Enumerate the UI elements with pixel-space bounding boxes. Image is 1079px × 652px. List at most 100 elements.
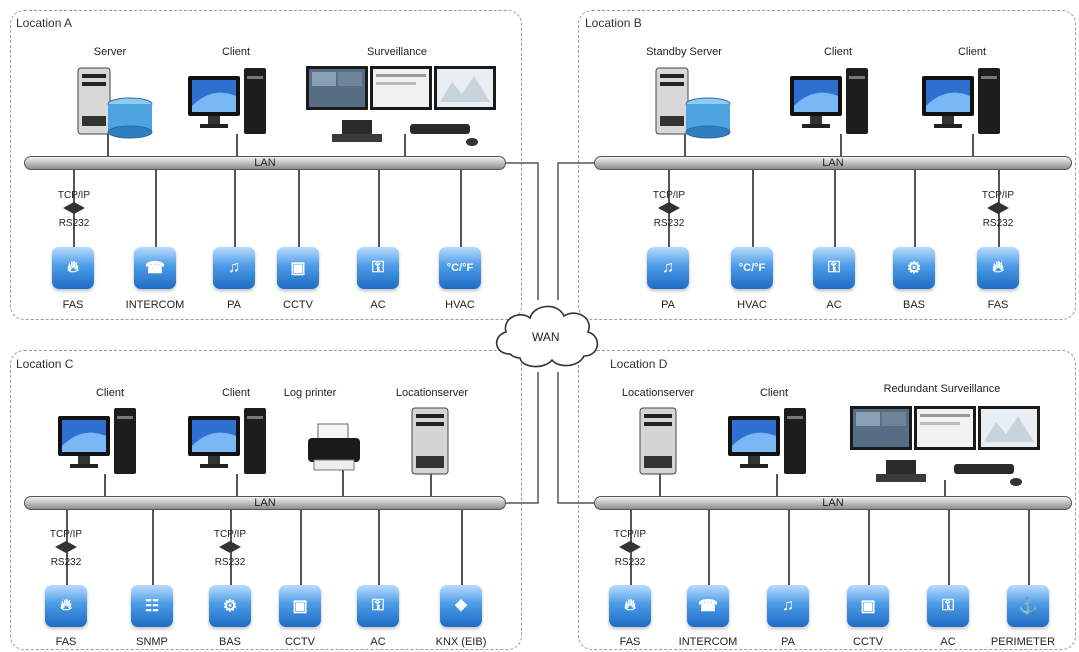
converter-label-top: TCP/IP: [57, 190, 91, 201]
bas-icon: ⚙: [209, 585, 251, 627]
connector-line: [840, 134, 842, 156]
client-computer-icon: [922, 68, 1000, 134]
node-label: Client: [95, 387, 125, 399]
standby-server-icon: [655, 67, 731, 139]
hvac-icon: °C/°F: [731, 247, 773, 289]
converter-label-bottom: RS232: [982, 218, 1014, 229]
node-label: Standby Server: [646, 46, 722, 58]
converter-icon: [619, 541, 641, 553]
access-control-icon: ⚿: [927, 585, 969, 627]
device-label: AC: [940, 636, 956, 648]
intercom-icon: ☎: [687, 585, 729, 627]
device-drop-line: [460, 169, 462, 247]
snmp-icon: ☷: [131, 585, 173, 627]
converter-label-bottom: RS232: [614, 557, 646, 568]
location-b-zone: [578, 10, 1076, 320]
location-server-icon: [639, 407, 677, 475]
device-drop-line: [234, 169, 236, 247]
device-drop-line: [948, 509, 950, 585]
cctv-camera-icon: ▣: [279, 585, 321, 627]
device-label: HVAC: [737, 299, 767, 311]
device-label: FAS: [62, 299, 84, 311]
cctv-camera-icon: ▣: [847, 585, 889, 627]
client-computer-icon: [58, 408, 136, 474]
device-label: HVAC: [445, 299, 475, 311]
node-label: Locationserver: [395, 387, 469, 399]
connector-line: [236, 474, 238, 496]
converter-label-bottom: RS232: [58, 218, 90, 229]
lan-label: LAN: [254, 157, 276, 169]
device-label: INTERCOM: [125, 299, 185, 311]
lan-bar-c: LAN: [24, 496, 506, 510]
node-label: Redundant Surveillance: [883, 383, 1001, 395]
surveillance-workstation-icon: [850, 406, 1040, 486]
cctv-camera-icon: ▣: [277, 247, 319, 289]
converter-label-bottom: RS232: [50, 557, 82, 568]
node-label: Log printer: [283, 387, 337, 399]
device-drop-line: [1028, 509, 1030, 585]
device-label: SNMP: [136, 636, 168, 648]
converter-icon: [219, 541, 241, 553]
device-drop-line: [300, 509, 302, 585]
fire-alarm-icon: 🔥︎: [45, 585, 87, 627]
device-label: BAS: [902, 299, 925, 311]
converter-label-top: TCP/IP: [652, 190, 686, 201]
access-control-icon: ⚿: [357, 585, 399, 627]
client-computer-icon: [790, 68, 868, 134]
connector-line: [107, 134, 109, 156]
printer-icon: [308, 423, 360, 471]
device-drop-line: [868, 509, 870, 585]
device-drop-line: [752, 169, 754, 247]
converter-icon: [987, 202, 1009, 214]
location-c-zone: [10, 350, 522, 650]
knx-icon: ❖: [440, 585, 482, 627]
device-label: INTERCOM: [678, 636, 738, 648]
connector-line: [776, 474, 778, 496]
connector-line: [104, 474, 106, 496]
access-control-icon: ⚿: [813, 247, 855, 289]
device-drop-line: [378, 509, 380, 585]
client-computer-icon: [188, 408, 266, 474]
lan-bar-a: LAN: [24, 156, 506, 170]
lan-bar-b: LAN: [594, 156, 1072, 170]
access-control-icon: ⚿: [357, 247, 399, 289]
device-drop-line: [378, 169, 380, 247]
device-label: CCTV: [285, 636, 315, 648]
location-c-title: Location C: [16, 357, 74, 371]
device-drop-line: [708, 509, 710, 585]
fire-alarm-icon: 🔥︎: [52, 247, 94, 289]
device-label: AC: [370, 636, 386, 648]
converter-icon: [658, 202, 680, 214]
device-label: FAS: [55, 636, 77, 648]
device-label: AC: [826, 299, 842, 311]
device-label: PA: [661, 299, 675, 311]
device-drop-line: [788, 509, 790, 585]
device-label: FAS: [619, 636, 641, 648]
converter-icon: [55, 541, 77, 553]
lan-label: LAN: [822, 157, 844, 169]
device-label: BAS: [218, 636, 241, 648]
pa-speaker-icon: ♫: [647, 247, 689, 289]
bas-icon: ⚙: [893, 247, 935, 289]
device-label: PA: [781, 636, 795, 648]
node-label: Client: [221, 46, 251, 58]
server-icon: [77, 67, 153, 139]
node-label: Client: [759, 387, 789, 399]
pa-speaker-icon: ♫: [213, 247, 255, 289]
device-drop-line: [298, 169, 300, 247]
connector-line: [430, 474, 432, 496]
converter-icon: [63, 202, 85, 214]
location-d-title: Location D: [610, 357, 668, 371]
device-drop-line: [155, 169, 157, 247]
connector-line: [236, 134, 238, 156]
converter-label-bottom: RS232: [214, 557, 246, 568]
intercom-icon: ☎: [134, 247, 176, 289]
client-computer-icon: [728, 408, 806, 474]
device-drop-line: [461, 509, 463, 585]
device-drop-line: [152, 509, 154, 585]
lan-label: LAN: [254, 497, 276, 509]
node-label: Surveillance: [367, 46, 427, 58]
surveillance-workstation-icon: [306, 66, 496, 146]
device-label: KNX (EIB): [435, 636, 487, 648]
